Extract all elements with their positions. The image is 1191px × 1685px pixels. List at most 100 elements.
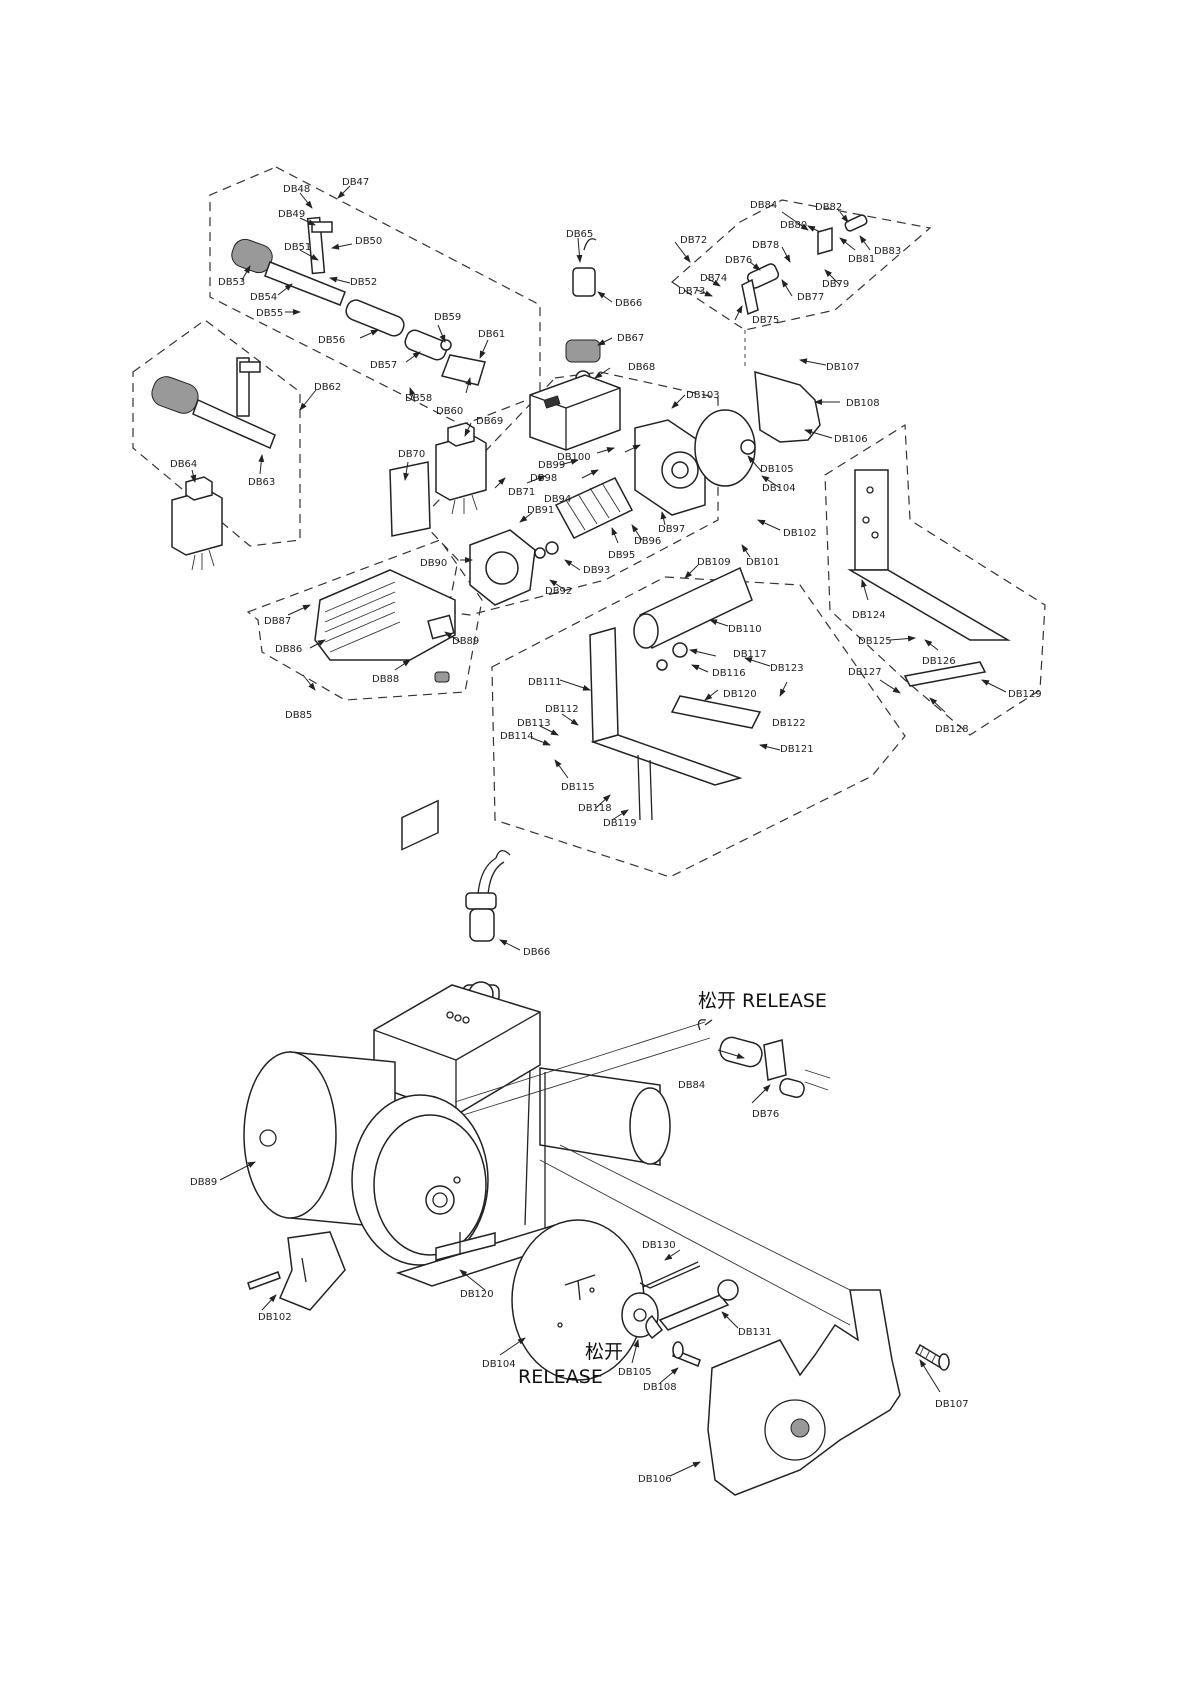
motor-stator [314, 569, 456, 683]
label-db75: DB75 [752, 315, 779, 326]
release-label-en: RELEASE [518, 1366, 603, 1388]
label-db126: DB126 [922, 656, 956, 667]
label-db110: DB110 [728, 624, 762, 635]
label-db114: DB114 [500, 731, 534, 742]
assembly-label-db104: DB104 [482, 1359, 516, 1370]
label-db92: DB92 [545, 586, 572, 597]
label-db98: DB98 [530, 473, 557, 484]
assembly-label-db105: DB105 [618, 1367, 652, 1378]
label-db118: DB118 [578, 803, 612, 814]
roller [633, 566, 753, 671]
label-db58: DB58 [405, 393, 432, 404]
label-db60: DB60 [436, 406, 463, 417]
assembly-label-db107: DB107 [935, 1399, 969, 1410]
label-db122: DB122 [772, 718, 806, 729]
assembly-label-db89: DB89 [190, 1177, 217, 1188]
label-db129: DB129 [1008, 689, 1042, 700]
label-db108: DB108 [846, 398, 880, 409]
assembly-roller [524, 1067, 671, 1228]
release-latch-parts [741, 214, 868, 316]
label-db94: DB94 [544, 494, 571, 505]
label-db76: DB76 [725, 255, 752, 266]
label-db86: DB86 [275, 644, 302, 655]
label-db56: DB56 [318, 335, 345, 346]
label-db102: DB102 [783, 528, 817, 539]
assembly-left-screw [247, 1271, 281, 1290]
label-db47: DB47 [342, 177, 369, 188]
label-db117: DB117 [733, 649, 767, 660]
label-db65: DB65 [566, 229, 593, 240]
gear-housing [634, 419, 706, 516]
assembly-label-db84: DB84 [678, 1080, 705, 1091]
label-db81: DB81 [848, 254, 875, 265]
label-db48: DB48 [283, 184, 310, 195]
label-db116: DB116 [712, 668, 746, 679]
label-db119: DB119 [603, 818, 637, 829]
label-db83: DB83 [874, 246, 901, 257]
label-db52: DB52 [350, 277, 377, 288]
label-db70: DB70 [398, 449, 425, 460]
armature [534, 477, 634, 559]
assembly-label-db108: DB108 [643, 1382, 677, 1393]
assembly-control-box [373, 799, 541, 1116]
insulating-plate [389, 461, 431, 537]
label-db69: DB69 [476, 416, 503, 427]
label-db57: DB57 [370, 360, 397, 371]
label-db111: DB111 [528, 677, 562, 688]
assembly-cover [707, 1289, 901, 1496]
label-db97: DB97 [658, 524, 685, 535]
cable-connector [565, 238, 601, 386]
label-db121: DB121 [780, 744, 814, 755]
side-bracket [847, 469, 1011, 687]
assembly-guard-clip [279, 1231, 346, 1311]
label-db78: DB78 [752, 240, 779, 251]
assembly-hex-key [639, 1261, 701, 1289]
label-db109: DB109 [697, 557, 731, 568]
top-handle-assembly [231, 216, 486, 386]
label-db85: DB85 [285, 710, 312, 721]
assembly-label-db130: DB130 [642, 1240, 676, 1251]
label-db95: DB95 [608, 550, 635, 561]
label-db87: DB87 [264, 616, 291, 627]
label-db93: DB93 [583, 565, 610, 576]
label-db62: DB62 [314, 382, 341, 393]
assembly-label-db66: DB66 [523, 947, 550, 958]
end-frame [469, 529, 536, 606]
relay-block-left [171, 476, 223, 571]
label-db99: DB99 [538, 460, 565, 471]
label-db113: DB113 [517, 718, 551, 729]
label-db79: DB79 [822, 279, 849, 290]
assembly-grinding-wheel [511, 1219, 645, 1381]
label-db77: DB77 [797, 292, 824, 303]
label-db50: DB50 [355, 236, 382, 247]
label-db96: DB96 [634, 536, 661, 547]
label-db54: DB54 [250, 292, 277, 303]
label-db115: DB115 [561, 782, 595, 793]
label-db107: DB107 [826, 362, 860, 373]
label-db101: DB101 [746, 557, 780, 568]
assembly-label-db131: DB131 [738, 1327, 772, 1338]
disk-flange [740, 439, 756, 455]
label-db90: DB90 [420, 558, 447, 569]
label-db124: DB124 [852, 610, 886, 621]
label-db80: DB80 [780, 220, 807, 231]
label-db100: DB100 [557, 452, 591, 463]
label-db67: DB67 [617, 333, 644, 344]
label-db51: DB51 [284, 242, 311, 253]
assembly-guide-line [539, 1144, 881, 1326]
assembly-belt-line [454, 1021, 711, 1116]
label-db82: DB82 [815, 202, 842, 213]
assembly-small-screw [672, 1341, 701, 1367]
release-label-top: 松开 RELEASE [698, 990, 827, 1012]
label-db127: DB127 [848, 667, 882, 678]
label-db71: DB71 [508, 487, 535, 498]
label-db103: DB103 [686, 390, 720, 401]
exploded-view-parts [151, 214, 1011, 821]
assembly-label-db76: DB76 [752, 1109, 779, 1120]
label-db53: DB53 [218, 277, 245, 288]
assembly-leader-lines [219, 939, 941, 1477]
assembly-labels: DB66 松开 RELEASE DB84 DB76 DB89 DB102 DB1… [190, 947, 969, 1485]
label-db88: DB88 [372, 674, 399, 685]
label-db66: DB66 [615, 298, 642, 309]
